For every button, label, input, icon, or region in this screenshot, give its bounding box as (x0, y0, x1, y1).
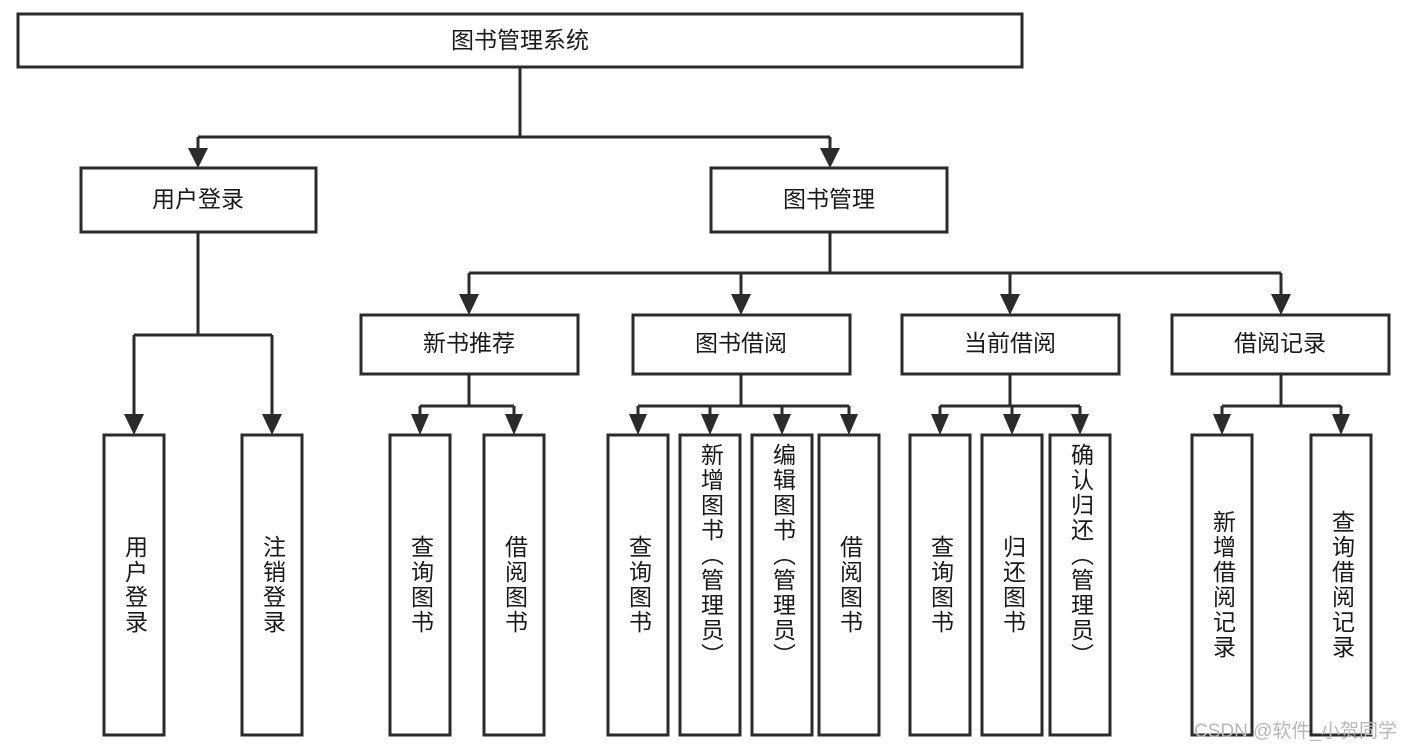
arrow-head-leaf-add-record (1213, 414, 1231, 435)
label-current-borrowing: 当前借阅 (964, 330, 1056, 356)
leaf-query-book-newbook[interactable] (388, 433, 452, 737)
label-new-book-recommendation: 新书推荐 (423, 330, 515, 356)
arrow-head-leaf-logout (262, 414, 282, 435)
arrow-head-leaf-edit-book (773, 414, 791, 435)
arrow-head-leaf-query-book-1 (411, 414, 429, 435)
leaf-confirm-return-admin[interactable] (1048, 433, 1112, 737)
node-current-borrowing[interactable] (900, 313, 1121, 376)
label-book-management: 图书管理 (783, 186, 875, 212)
label-root: 图书管理系统 (451, 27, 589, 53)
node-book-management[interactable] (709, 166, 949, 234)
leaf-borrow-book-newbook[interactable] (482, 433, 546, 737)
node-borrowing-record[interactable] (1170, 313, 1391, 376)
node-book-borrowing[interactable] (631, 313, 852, 376)
arrow-head-user-login (188, 148, 208, 168)
arrow-head-leaf-query-book-3 (931, 414, 949, 435)
arrow-head-new-book-rec (459, 294, 479, 315)
node-new-book-recommendation[interactable] (359, 313, 580, 376)
arrow-head-leaf-borrow-book-2 (840, 414, 858, 435)
leaf-query-book-borrowing[interactable] (606, 433, 670, 737)
arrow-head-leaf-query-record (1332, 414, 1350, 435)
arrow-head-current-borrow (1000, 294, 1020, 315)
connectors-layer (124, 67, 1350, 435)
leaf-add-book-admin[interactable] (678, 433, 742, 737)
arrow-head-leaf-add-book (701, 414, 719, 435)
nodes-layer (16, 12, 1391, 737)
node-root-book-management-system[interactable] (16, 12, 1024, 69)
leaf-logout[interactable] (240, 433, 304, 737)
leaf-query-borrow-record[interactable] (1309, 433, 1373, 737)
label-user-login: 用户登录 (152, 186, 244, 212)
leaf-query-book-current[interactable] (908, 433, 972, 737)
leaf-borrow-book-borrowing[interactable] (817, 433, 881, 737)
label-book-borrowing: 图书借阅 (695, 330, 787, 356)
arrow-head-leaf-confirm-return (1071, 414, 1089, 435)
leaf-edit-book-admin[interactable] (750, 433, 814, 737)
arrow-head-book-borrow (731, 294, 751, 315)
leaf-add-borrow-record[interactable] (1190, 433, 1254, 737)
label-borrowing-record: 借阅记录 (1234, 330, 1326, 356)
node-user-login[interactable] (79, 166, 318, 234)
arrow-head-book-mgmt (820, 148, 840, 168)
arrow-head-borrow-record (1271, 294, 1291, 315)
arrow-head-leaf-query-book-2 (629, 414, 647, 435)
horizontal-labels-layer: 图书管理系统 用户登录 图书管理 新书推荐 图书借阅 当前借阅 借阅记录 (152, 27, 1326, 356)
arrow-head-leaf-borrow-book-1 (505, 414, 523, 435)
leaf-user-login[interactable] (102, 433, 166, 737)
leaf-return-book[interactable] (980, 433, 1044, 737)
arrow-head-leaf-return-book (1003, 414, 1021, 435)
arrow-head-leaf-user-login (124, 414, 144, 435)
